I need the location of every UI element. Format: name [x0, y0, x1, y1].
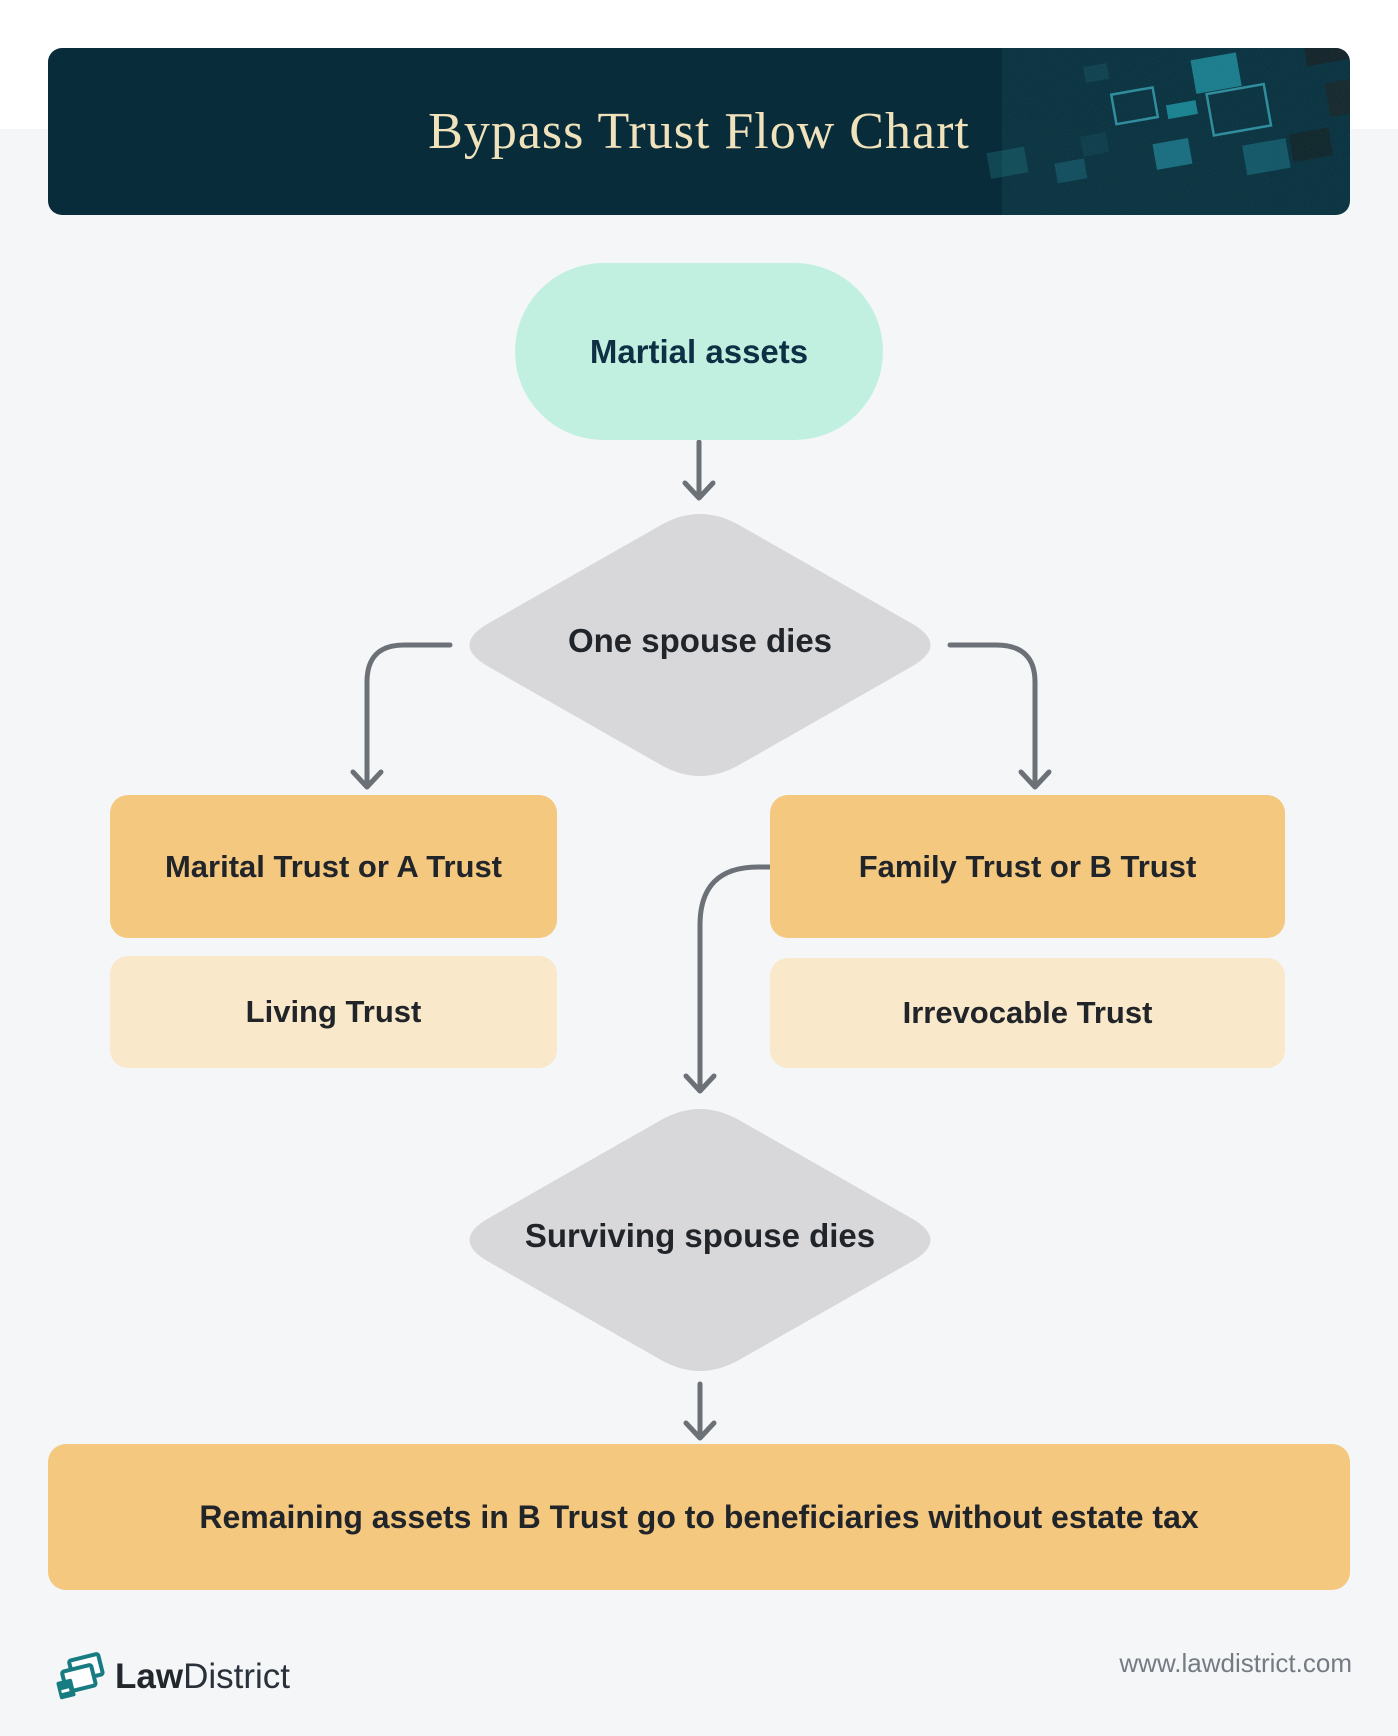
node-irrevocable-trust: Irrevocable Trust: [770, 958, 1285, 1068]
decision-diamond-two: [469, 1109, 931, 1371]
arrow-decision-two-to-outcome: [683, 1381, 717, 1441]
logo-text-law: Law: [115, 1657, 184, 1696]
node-outcome-label: Remaining assets in B Trust go to benefi…: [199, 1498, 1199, 1535]
arrow-decision-one-to-marital-trust: [350, 642, 453, 790]
node-martial-assets: Martial assets: [515, 263, 883, 440]
node-martial-assets-label: Martial assets: [589, 332, 809, 370]
arrow-decision-one-to-family-trust: [947, 642, 1052, 790]
node-family-trust-label: Family Trust or B Trust: [858, 848, 1197, 884]
node-irrevocable-trust-label: Irrevocable Trust: [902, 995, 1153, 1030]
lawdistrict-logo-icon: [56, 1652, 105, 1700]
node-marital-trust: Marital Trust or A Trust: [110, 795, 557, 938]
node-living-trust-label: Living Trust: [245, 994, 422, 1029]
arrow-family-trust-to-decision-two: [683, 864, 773, 1094]
arrow-start-to-decision-one: [682, 439, 716, 501]
lawdistrict-logo: LawDistrict: [55, 1652, 290, 1702]
node-living-trust: Living Trust: [110, 956, 557, 1068]
page-title: Bypass Trust Flow Chart: [428, 103, 970, 160]
footer-url: www.lawdistrict.com: [1119, 1648, 1352, 1678]
logo-text-district: District: [183, 1657, 291, 1696]
node-family-trust: Family Trust or B Trust: [770, 795, 1285, 938]
header-decor-pattern: [986, 48, 1350, 215]
header-banner: Bypass Trust Flow Chart: [48, 48, 1350, 215]
node-marital-trust-label: Marital Trust or A Trust: [164, 848, 503, 884]
decision-one-label: One spouse dies: [567, 622, 833, 659]
decision-two-label: Surviving spouse dies: [524, 1217, 876, 1254]
decision-diamond-one: [469, 514, 931, 776]
node-outcome: Remaining assets in B Trust go to benefi…: [48, 1444, 1350, 1590]
